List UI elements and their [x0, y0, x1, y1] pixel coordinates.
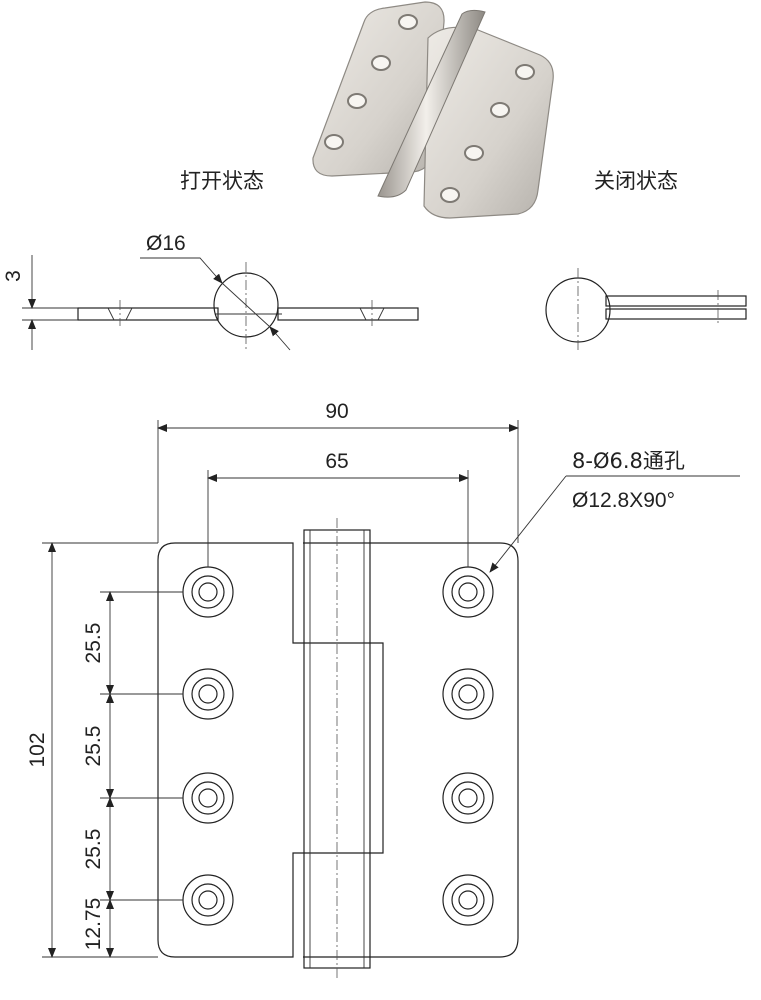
overall-width-label: 90: [325, 400, 348, 423]
hinge-photo: [312, 1, 554, 219]
pitch-2-label: 25.5: [82, 726, 105, 767]
photo-holes-right: [440, 64, 535, 203]
knuckle-diameter-label: Ø16: [146, 232, 186, 255]
hole-spacing-label: 65: [325, 450, 348, 473]
left-holes: [182, 566, 234, 926]
closed-state-caption: 关闭状态: [594, 169, 678, 193]
hinge-front-view: [157, 518, 519, 980]
edge-offset-label: 12.75: [82, 898, 105, 951]
photo-holes-left: [324, 14, 418, 150]
width-dimensions: [157, 420, 519, 567]
open-state-caption: 打开状态: [180, 169, 264, 193]
height-label: 102: [26, 732, 49, 767]
thickness-label: 3: [2, 270, 25, 282]
hole-callout-line1: 8-Ø6.8通孔: [572, 449, 685, 473]
hole-callout-leader: [489, 475, 740, 573]
pitch-3-label: 25.5: [82, 829, 105, 870]
hole-callout-line2: Ø12.8X90°: [572, 489, 675, 512]
thickness-dimension: [22, 255, 78, 350]
pitch-dimensions: [100, 591, 183, 958]
pitch-1-label: 25.5: [82, 623, 105, 664]
right-holes: [442, 566, 494, 926]
open-state-side-view: [77, 257, 419, 351]
closed-state-side-view: [545, 268, 747, 352]
height-dimension: [42, 542, 158, 958]
